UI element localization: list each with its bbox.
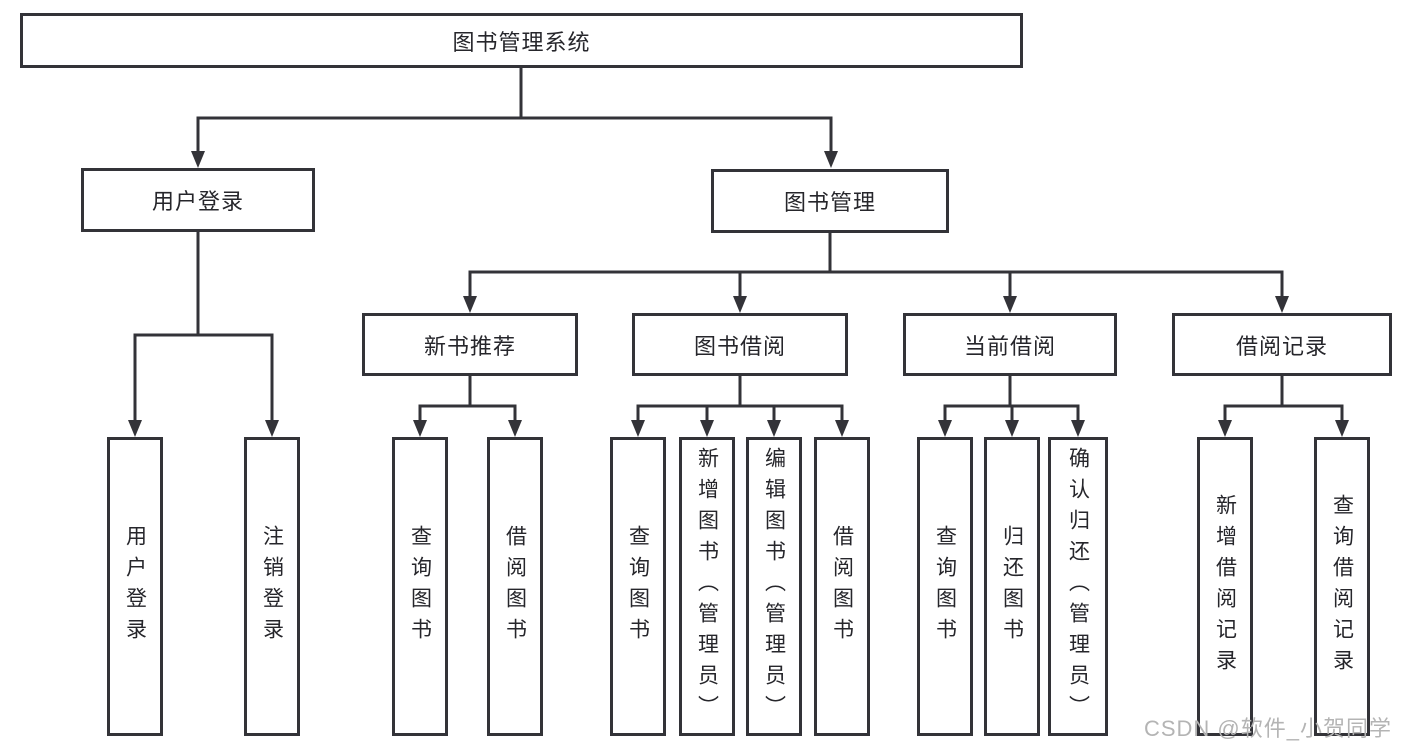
- connector-book-mgmt-to-level3: [463, 233, 1289, 313]
- node-leaf-query-borrow-record: 查询借阅记录: [1314, 437, 1370, 736]
- arrow-down-icon: [463, 296, 477, 313]
- leaf-label: 查询图书: [408, 524, 432, 649]
- node-leaf-borrow-books-rec: 借阅图书: [487, 437, 543, 736]
- leaf-label: 新增图书（管理员）: [695, 447, 719, 726]
- connector-user-login-to-leaves: [128, 232, 279, 437]
- node-book-management: 图书管理: [711, 169, 949, 233]
- node-leaf-query-books-current: 查询图书: [917, 437, 973, 736]
- arrow-down-icon: [413, 420, 427, 437]
- node-leaf-query-books-borrow: 查询图书: [610, 437, 666, 736]
- node-leaf-confirm-return-admin: 确认归还（管理员）: [1048, 437, 1108, 736]
- arrow-down-icon: [835, 420, 849, 437]
- connector-current-borrow-to-leaves: [938, 376, 1085, 437]
- node-root-system: 图书管理系统: [20, 13, 1023, 68]
- leaf-label: 查询借阅记录: [1330, 493, 1354, 680]
- leaf-label: 借阅图书: [830, 524, 854, 649]
- node-leaf-return-books: 归还图书: [984, 437, 1040, 736]
- arrow-down-icon: [824, 151, 838, 168]
- arrow-down-icon: [1218, 420, 1232, 437]
- arrow-down-icon: [1275, 296, 1289, 313]
- connector-root-to-level2: [191, 68, 838, 168]
- leaf-label: 借阅图书: [503, 524, 527, 649]
- node-leaf-add-books-admin: 新增图书（管理员）: [679, 437, 735, 736]
- leaf-label: 查询图书: [933, 524, 957, 649]
- connector-book-borrow-to-leaves: [631, 376, 849, 437]
- node-leaf-logout: 注销登录: [244, 437, 300, 736]
- arrow-down-icon: [767, 420, 781, 437]
- arrow-down-icon: [128, 420, 142, 437]
- node-leaf-edit-books-admin: 编辑图书（管理员）: [746, 437, 802, 736]
- arrow-down-icon: [631, 420, 645, 437]
- leaf-label: 归还图书: [1000, 524, 1024, 649]
- arrow-down-icon: [1335, 420, 1349, 437]
- connector-new-book-rec-to-leaves: [413, 376, 522, 437]
- arrow-down-icon: [1005, 420, 1019, 437]
- node-user-login: 用户登录: [81, 168, 315, 232]
- leaf-label: 编辑图书（管理员）: [762, 447, 786, 726]
- connector-borrow-record-to-leaves: [1218, 376, 1349, 437]
- arrow-down-icon: [265, 420, 279, 437]
- watermark: CSDN @软件_小贺同学: [1143, 716, 1392, 741]
- node-leaf-user-login: 用户登录: [107, 437, 163, 736]
- leaf-label: 查询图书: [626, 524, 650, 649]
- arrow-down-icon: [1003, 296, 1017, 313]
- leaf-label: 用户登录: [123, 524, 147, 649]
- node-current-borrow: 当前借阅: [903, 313, 1117, 376]
- leaf-label: 新增借阅记录: [1213, 493, 1237, 680]
- node-leaf-add-borrow-record: 新增借阅记录: [1197, 437, 1253, 736]
- node-borrow-record: 借阅记录: [1172, 313, 1392, 376]
- arrow-down-icon: [508, 420, 522, 437]
- arrow-down-icon: [733, 296, 747, 313]
- leaf-label: 确认归还（管理员）: [1066, 447, 1090, 726]
- arrow-down-icon: [1071, 420, 1085, 437]
- arrow-down-icon: [191, 151, 205, 168]
- arrow-down-icon: [700, 420, 714, 437]
- node-leaf-borrow-books: 借阅图书: [814, 437, 870, 736]
- node-leaf-query-books-rec: 查询图书: [392, 437, 448, 736]
- node-new-book-recommend: 新书推荐: [362, 313, 578, 376]
- arrow-down-icon: [938, 420, 952, 437]
- node-book-borrow: 图书借阅: [632, 313, 848, 376]
- leaf-label: 注销登录: [260, 524, 284, 649]
